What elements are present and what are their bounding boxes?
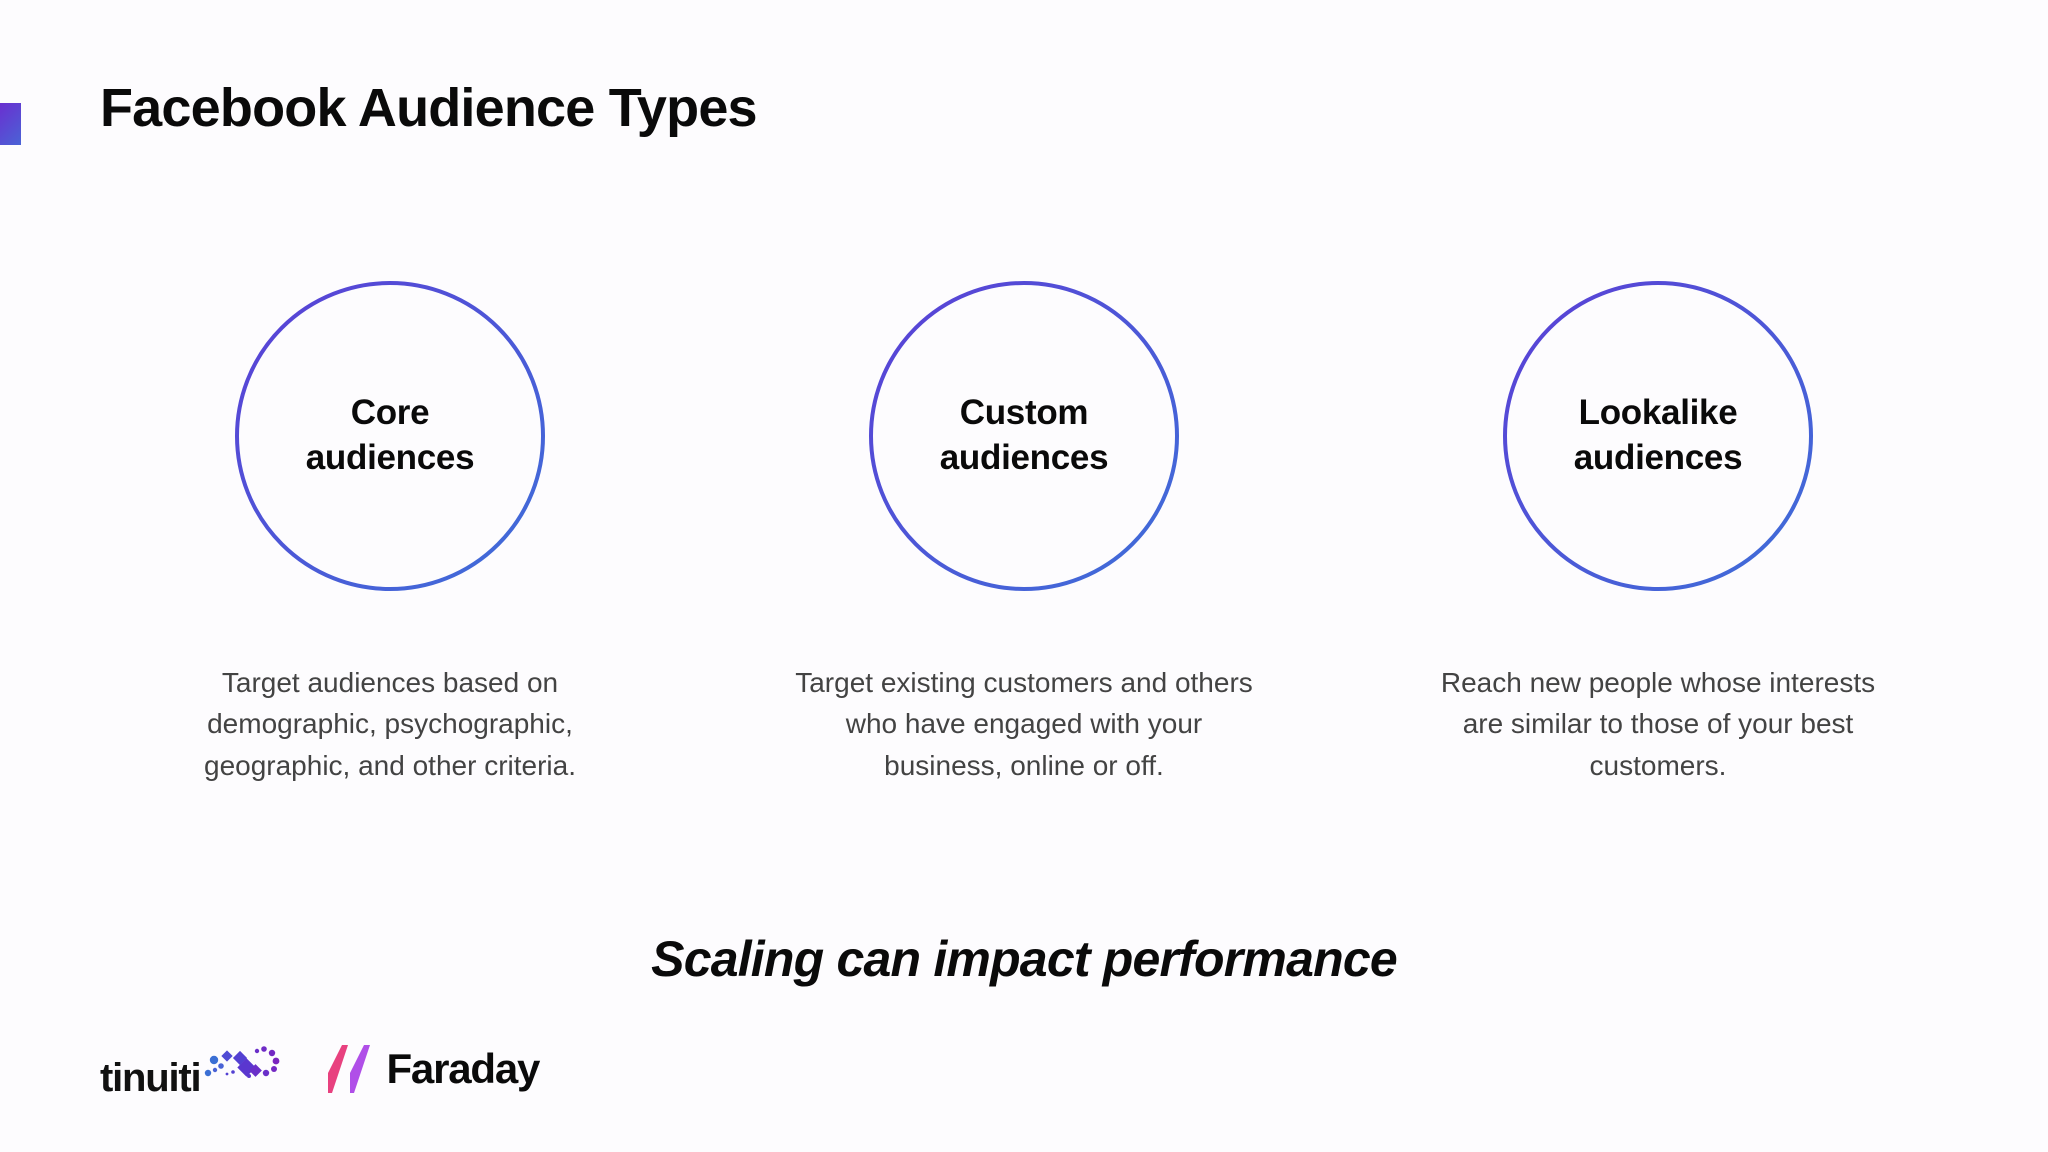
audience-circle-core: Core audiences	[234, 280, 546, 592]
audience-column-custom: Custom audiences Target existing custome…	[754, 280, 1294, 786]
audience-circle-lookalike: Lookalike audiences	[1502, 280, 1814, 592]
logo-bar: tinuiti Faraday	[100, 1040, 540, 1098]
circle-label-line1: Custom	[959, 393, 1089, 433]
audience-types-columns: Core audiences Target audiences based on…	[0, 280, 2048, 786]
circle-label-line2: audiences	[939, 438, 1109, 477]
circle-label-line1: Lookalike	[1578, 393, 1738, 433]
title-accent-mark	[0, 103, 21, 145]
logo-faraday: Faraday	[326, 1043, 540, 1095]
audience-description-lookalike: Reach new people whose interests are sim…	[1440, 667, 1876, 781]
circle-ring-icon	[869, 281, 1179, 591]
audience-column-core: Core audiences Target audiences based on…	[120, 280, 660, 786]
page-title: Facebook Audience Types	[100, 78, 758, 138]
tagline: Scaling can impact performance	[651, 931, 1398, 987]
circle-label-line2: audiences	[305, 438, 475, 477]
circle-label-lookalike: Lookalike audiences	[1574, 391, 1743, 481]
audience-description-core: Target audiences based on demographic, p…	[204, 667, 576, 781]
audience-column-lookalike: Lookalike audiences Reach new people who…	[1388, 280, 1928, 786]
faraday-wordmark: Faraday	[386, 1045, 540, 1092]
circle-label-line2: audiences	[1573, 438, 1743, 477]
circle-label-line1: Core	[350, 393, 430, 433]
logo-tinuiti: tinuiti	[100, 1040, 284, 1098]
faraday-double-slash-icon	[328, 1045, 371, 1093]
circle-ring-icon	[1503, 281, 1813, 591]
tinuiti-wordmark: tinuiti	[100, 1056, 202, 1100]
tinuiti-infinity-dots-icon	[205, 1046, 280, 1078]
circle-label-core: Core audiences	[306, 391, 475, 481]
audience-description-custom: Target existing customers and others who…	[795, 667, 1253, 781]
audience-circle-custom: Custom audiences	[868, 280, 1180, 592]
circle-label-custom: Custom audiences	[940, 391, 1109, 481]
circle-ring-icon	[235, 281, 545, 591]
